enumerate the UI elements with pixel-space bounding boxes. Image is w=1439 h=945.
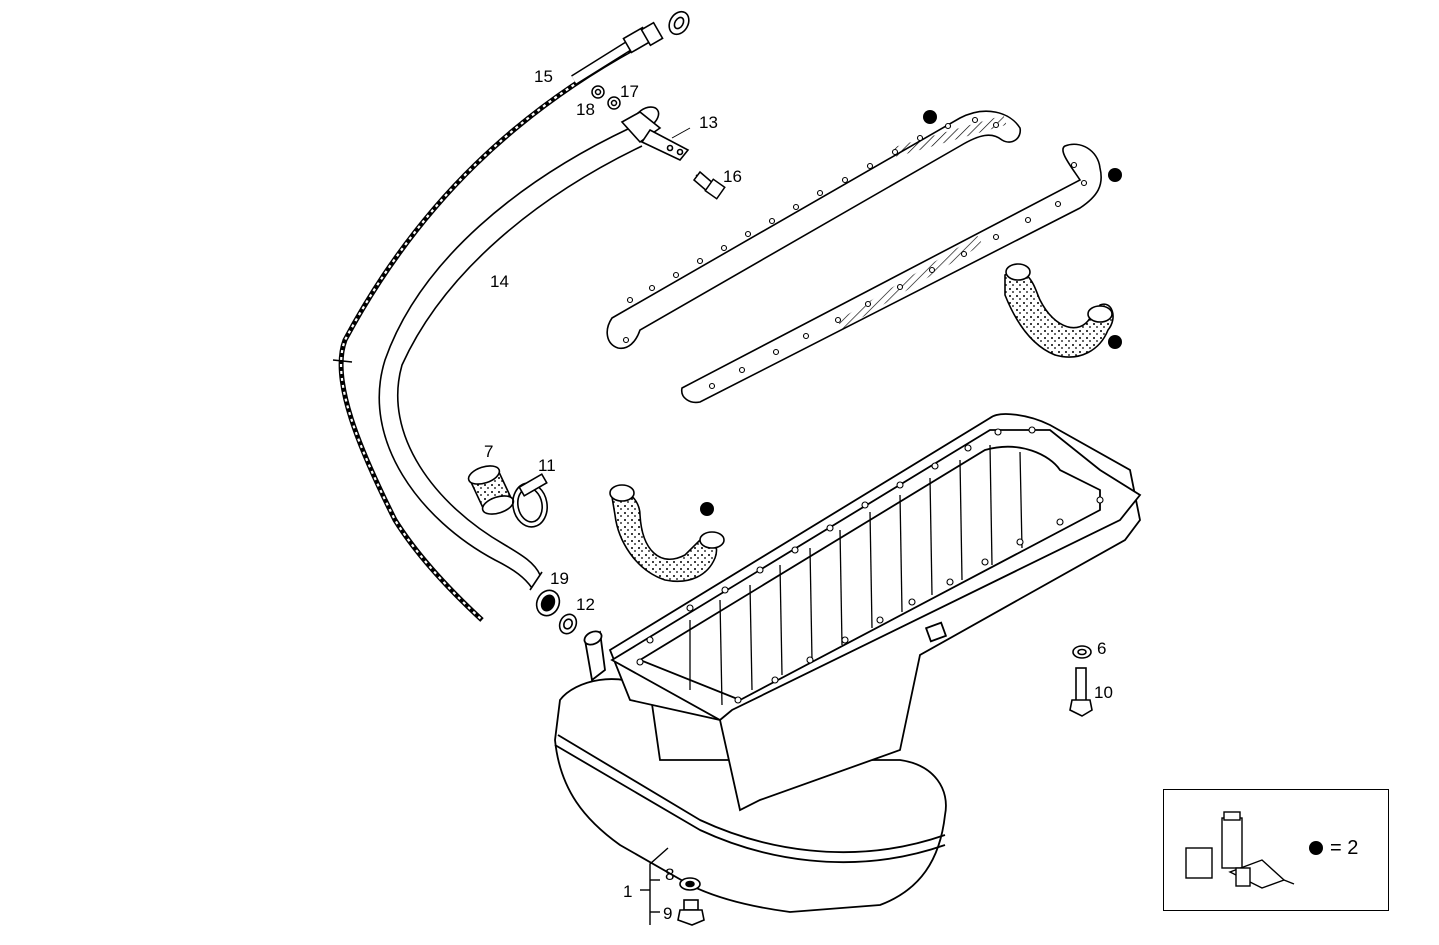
dot-gasket-upper [923, 110, 937, 124]
dot-gasket-lower [1108, 168, 1122, 182]
washer-8 [679, 877, 701, 891]
nut-18 [591, 85, 605, 99]
callout-15: 15 [534, 67, 553, 86]
dipstick-tube [378, 106, 690, 591]
callout-12: 12 [576, 595, 595, 614]
crank-seal-left [609, 484, 725, 582]
callout-11: 11 [538, 456, 556, 475]
callout-16: 16 [723, 167, 742, 186]
gasket-lower [680, 143, 1102, 404]
legend-box [1163, 789, 1389, 911]
leader-lines [671, 127, 691, 139]
legend-dot [1309, 841, 1323, 855]
quantity-dots [700, 110, 1122, 516]
dipstick [332, 10, 690, 622]
legend-text: = 2 [1330, 837, 1359, 859]
clamp-11 [512, 473, 548, 528]
callout-7: 7 [484, 442, 494, 461]
crank-seal-right [1004, 263, 1114, 358]
hose-7 [467, 465, 515, 515]
gasket-upper [606, 110, 1022, 350]
drain-plug-9 [677, 899, 705, 926]
callout-13: 13 [699, 113, 718, 132]
callout-1-bracket [640, 847, 669, 925]
dot-seal-right [1108, 335, 1122, 349]
callout-6: 6 [1097, 639, 1107, 658]
ring-12 [558, 613, 578, 635]
sealant-tube-icon [1185, 811, 1295, 889]
oil-sump [554, 413, 1142, 913]
nut-17 [607, 96, 621, 110]
bolt-10 [1069, 667, 1093, 717]
callout-17: 17 [620, 82, 639, 101]
callout-18: 18 [576, 100, 595, 119]
washer-6 [1072, 645, 1092, 659]
callout-14: 14 [490, 272, 509, 291]
callout-10: 10 [1094, 683, 1113, 702]
dot-seal-left [700, 502, 714, 516]
screw-16 [692, 170, 726, 200]
callout-9: 9 [663, 904, 673, 923]
callout-8: 8 [665, 865, 675, 884]
callout-1: 1 [623, 882, 633, 901]
grommet-19 [535, 589, 561, 617]
callout-19: 19 [550, 569, 569, 588]
